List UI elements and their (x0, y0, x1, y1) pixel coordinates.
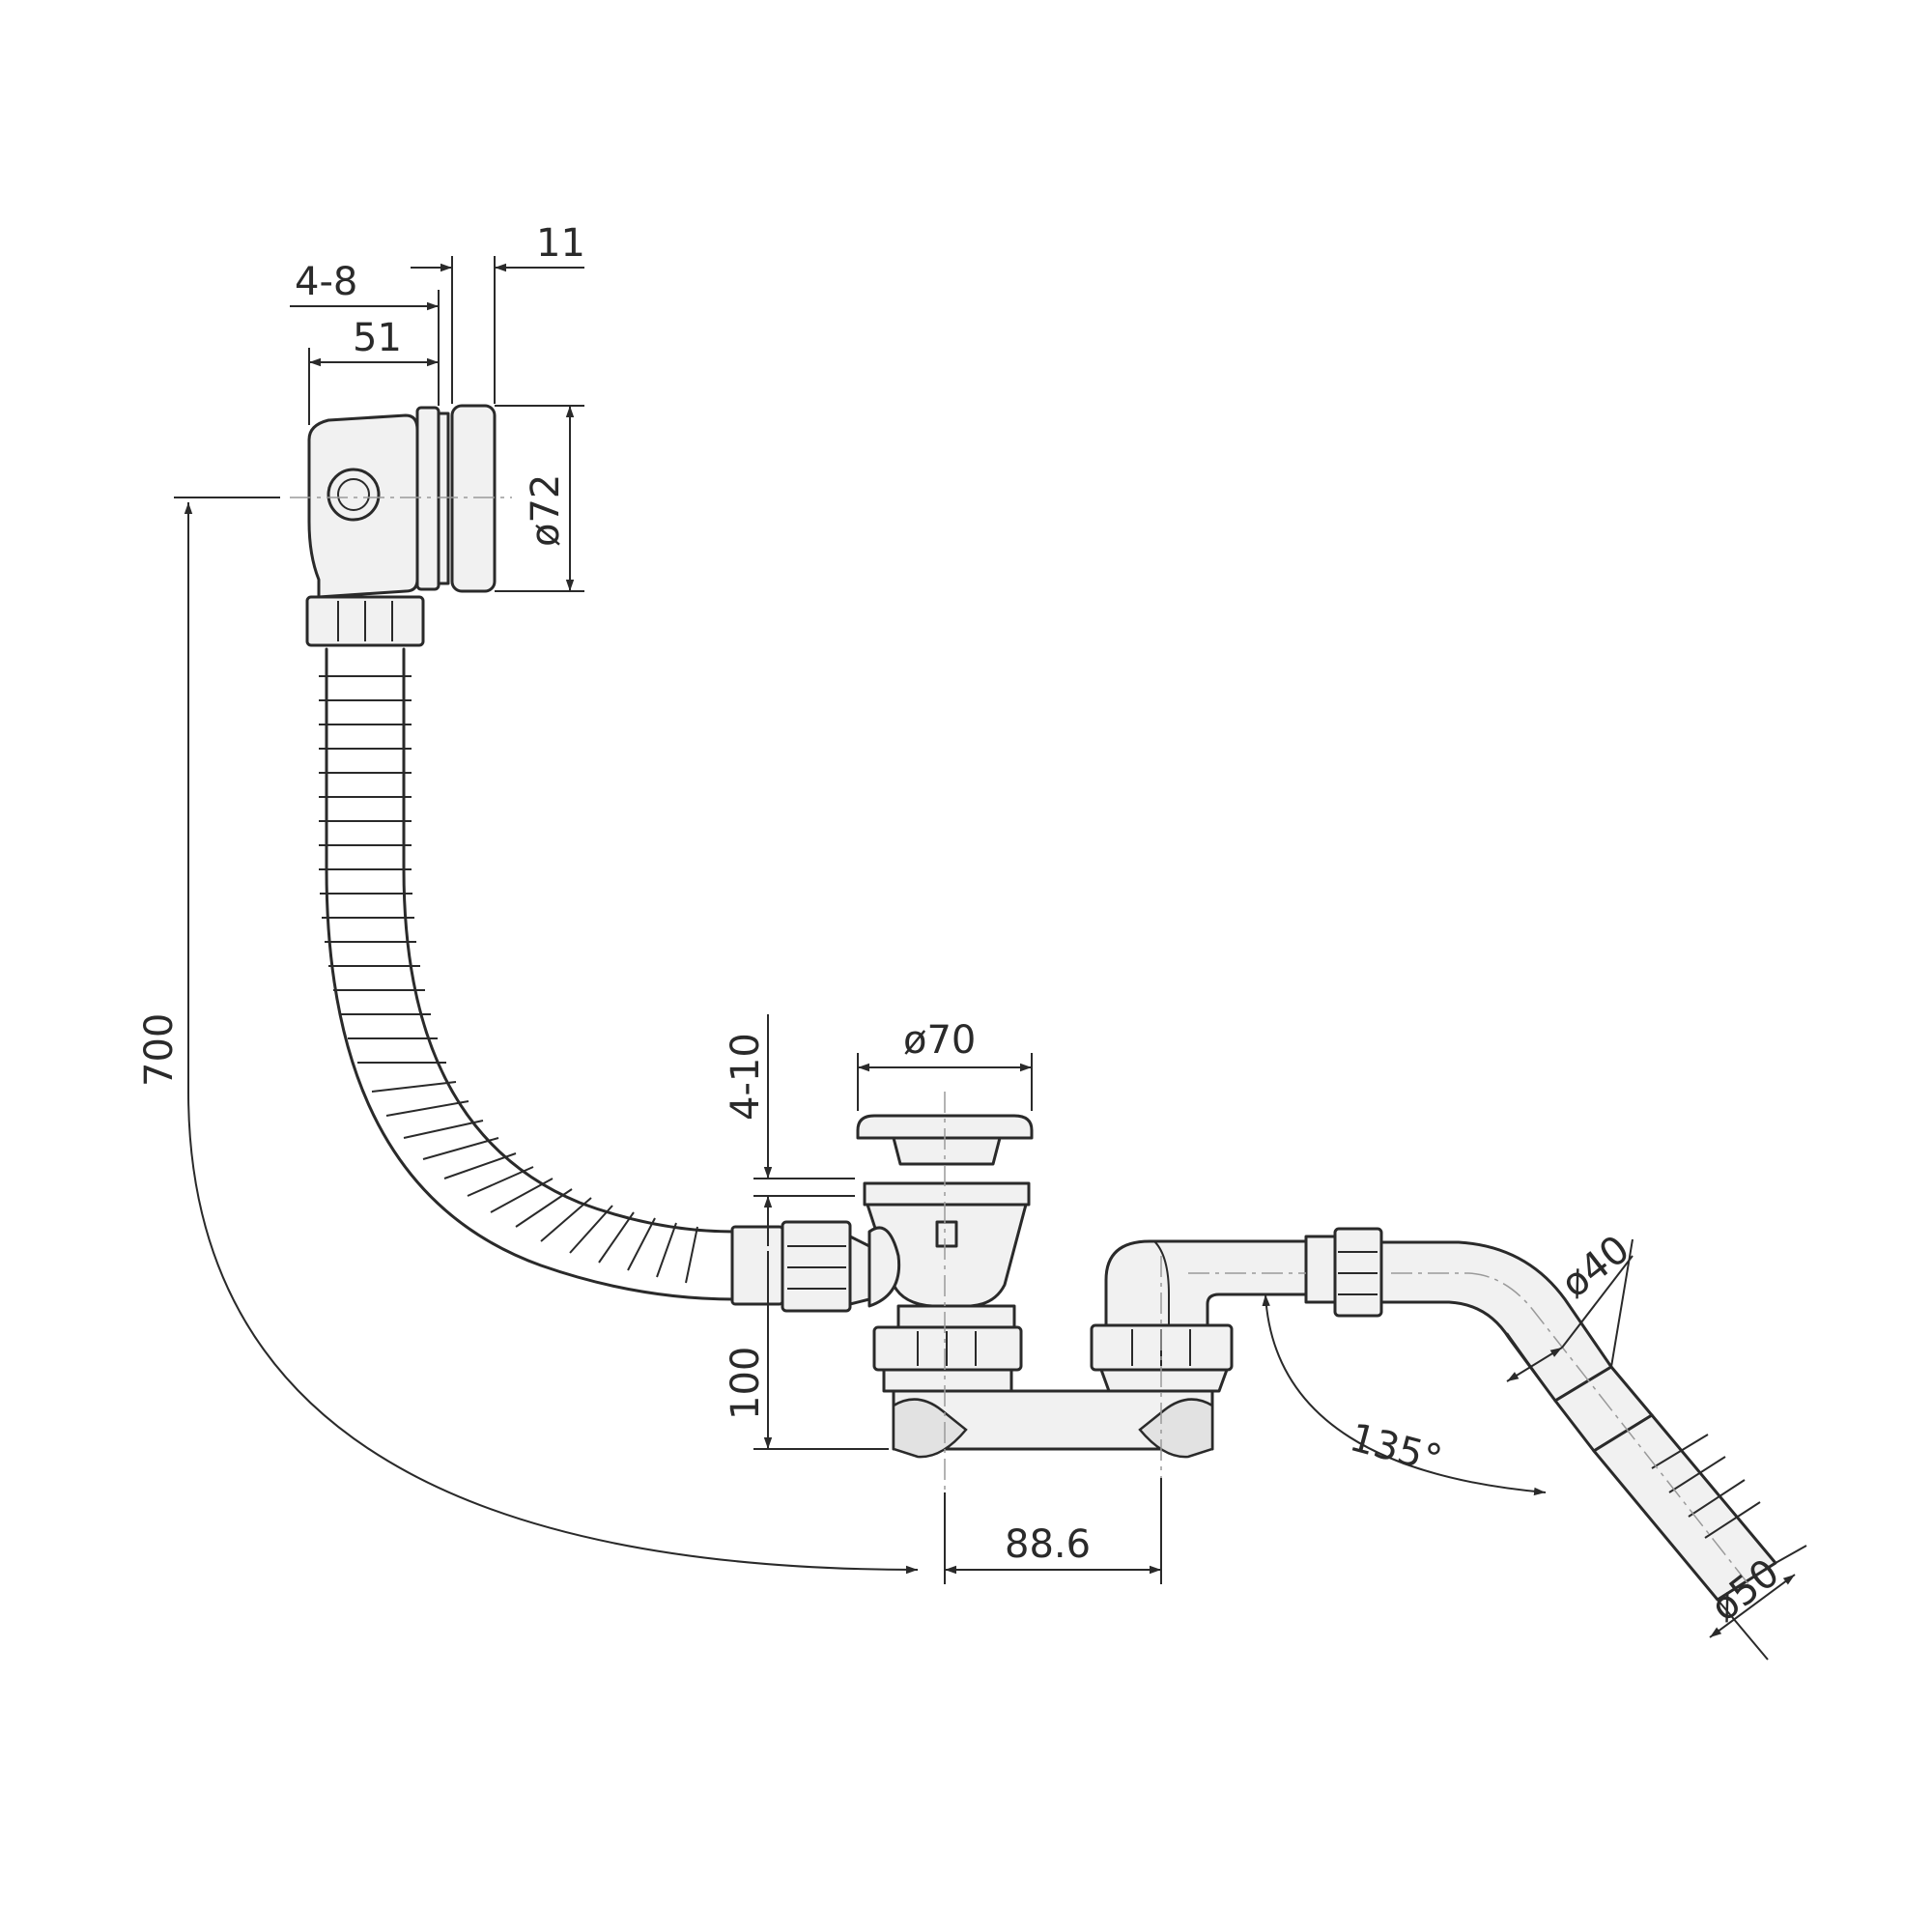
dimension-plug (753, 1014, 1033, 1450)
bend-angle-label: 135° (1345, 1415, 1446, 1482)
overflow-head (290, 404, 512, 647)
trap-base (892, 1368, 1229, 1459)
overflow-depth-label: 4-8 (295, 260, 357, 304)
dimension-overflow-top (290, 256, 584, 592)
overflow-thickness-label: 11 (536, 221, 585, 266)
overflow-diameter-label: ø72 (524, 474, 568, 547)
total-length-label: 700 (137, 1013, 182, 1087)
overflow-length-label: 51 (353, 316, 402, 360)
outlet-bend (1304, 1227, 1777, 1602)
dimension-outlet-offset (944, 1478, 1162, 1584)
flexible-hose (319, 647, 784, 1306)
plug-travel-label: 4-10 (724, 1033, 768, 1121)
dimension-total-length (174, 497, 919, 1575)
pipe-diameter-label: ø40 (1553, 1227, 1638, 1307)
trap-riser (1090, 1239, 1325, 1372)
plug-diameter-label: ø70 (903, 1018, 976, 1063)
outlet-offset-label: 88.6 (1005, 1522, 1091, 1567)
plug-waste-body (856, 1114, 1034, 1393)
dimension-bend-angle (1262, 1293, 1547, 1496)
hose-connector-nut (781, 1220, 871, 1313)
waste-height-label: 100 (724, 1347, 768, 1420)
